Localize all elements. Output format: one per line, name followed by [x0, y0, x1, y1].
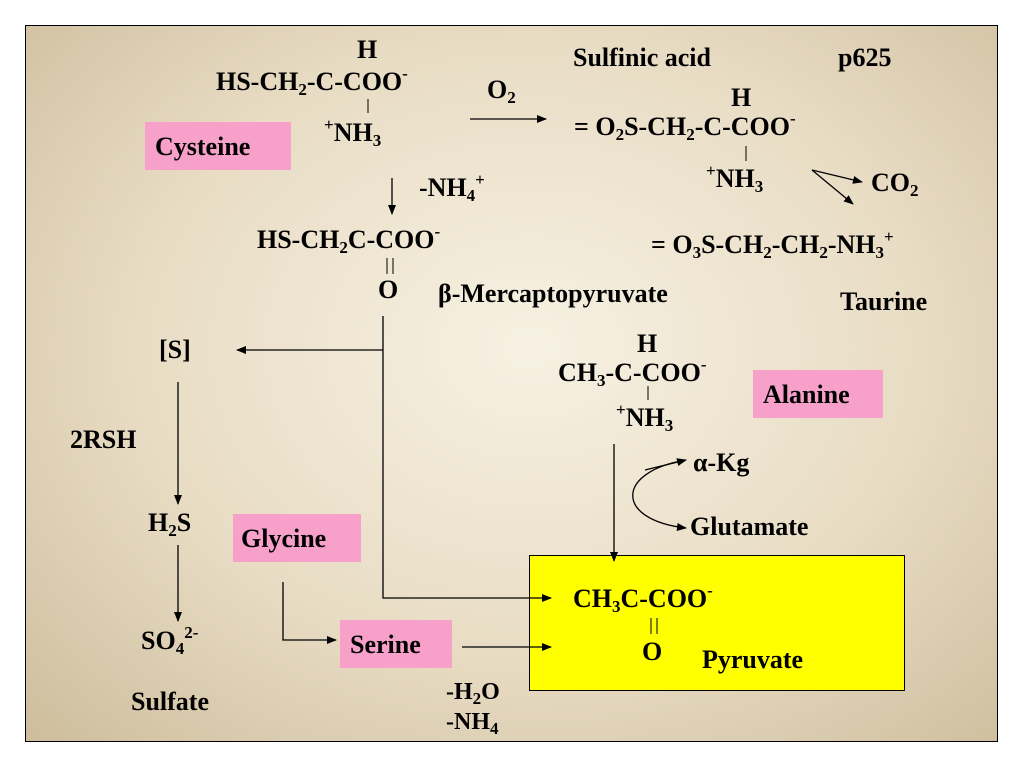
taurine-label: Taurine — [840, 287, 928, 316]
page-ref: p625 — [838, 43, 892, 72]
alanine-label: Alanine — [763, 380, 850, 409]
alanine-formula: CH3-C-COO- — [558, 355, 707, 390]
decarboxylation-arrow-co2 — [811, 169, 863, 184]
rsh-reagent: 2RSH — [70, 425, 137, 454]
glycine-label: Glycine — [241, 524, 327, 553]
serine-nh4-loss: -NH4 — [446, 709, 499, 738]
pyruvate-box — [529, 555, 905, 691]
glutamate: Glutamate — [690, 512, 809, 541]
cysteine-h: H — [357, 35, 378, 64]
oxygen-reagent: O2 — [487, 75, 516, 107]
sulfate-formula: SO42- — [141, 623, 199, 658]
cysteine-label: Cysteine — [155, 132, 251, 161]
sulfinic-acid-title: Sulfinic acid — [573, 43, 711, 72]
hydrogen-sulfide: H2S — [148, 508, 192, 540]
serine-h2o-loss: -H2O — [446, 679, 500, 708]
serine-label: Serine — [350, 630, 421, 659]
mercapto-oxygen: O — [378, 275, 399, 304]
mercapto-to-pyruvate-path — [382, 316, 552, 602]
serine-label-box — [340, 620, 452, 668]
cysteine-formula: HS-CH2-C-COO- — [216, 64, 408, 99]
transamination-curve-start — [644, 458, 687, 471]
glycine-to-serine-arrow — [282, 582, 337, 644]
alanine-h: H — [637, 329, 658, 358]
ammonium-loss: -NH4+ — [419, 170, 485, 205]
carbon-dioxide: CO2 — [871, 168, 919, 200]
alanine-label-box — [753, 370, 883, 418]
alanine-amino: +NH3 — [616, 400, 674, 435]
mercapto-label: β-Mercaptopyruvate — [438, 279, 668, 308]
mercapto-formula: HS-CH2C-COO- — [257, 222, 441, 257]
sulfinic-formula: = O2S-CH2-C-COO- — [574, 109, 796, 144]
sulfate-label: Sulfate — [131, 687, 209, 716]
sulfinic-amino: +NH3 — [706, 161, 764, 196]
pyruvate-oxygen: O — [642, 637, 663, 666]
taurine-formula: = O3S-CH2-CH2-NH3+ — [651, 227, 894, 262]
pyruvate-formula: CH3C-COO- — [573, 581, 713, 616]
alpha-ketoglutarate: α-Kg — [693, 448, 750, 477]
transamination-curve — [632, 459, 687, 531]
cysteine-label-box — [145, 122, 291, 170]
sulfur: [S] — [159, 335, 191, 364]
decarboxylation-arrow — [811, 169, 854, 205]
sulfinic-h: H — [731, 83, 752, 112]
glycine-label-box — [233, 514, 361, 562]
pyruvate-label: Pyruvate — [702, 645, 804, 674]
cysteine-amino: +NH3 — [324, 115, 382, 150]
